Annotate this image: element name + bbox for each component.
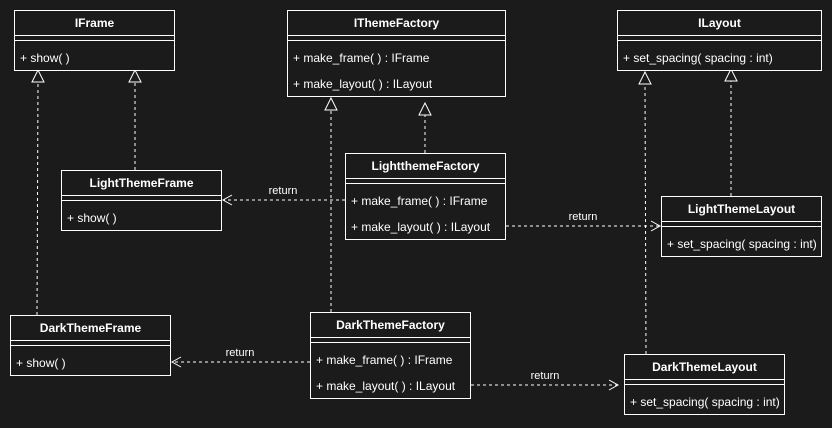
return-label: return <box>225 347 255 359</box>
attribute-compartment <box>11 341 170 346</box>
return-label: return <box>268 185 298 197</box>
method-compartment: + make_frame( ) : IFrame + make_layout( … <box>311 343 470 399</box>
dependency-darkthemefactory-darkthemelayout <box>471 379 620 391</box>
method-compartment: + show( ) <box>15 41 174 71</box>
class-name: DarkThemeFactory <box>311 313 470 338</box>
method-item: + make_layout( ) : ILayout <box>351 220 491 234</box>
realization-darkthemefactory-ithemefactory <box>324 96 338 312</box>
dependency-lightthemefactory-lightthemelayout <box>506 220 662 232</box>
method-item: + make_frame( ) : IFrame <box>316 353 453 367</box>
attribute-compartment <box>288 36 505 41</box>
method-item: + make_frame( ) : IFrame <box>351 194 488 208</box>
class-name: DarkThemeFrame <box>11 316 170 341</box>
attribute-compartment <box>15 36 174 41</box>
class-ilayout[interactable]: ILayout + set_spacing( spacing : int) <box>617 10 822 71</box>
method-compartment: + set_spacing( spacing : int) <box>625 385 784 415</box>
realization-lightthemefactory-ithemefactory <box>418 101 432 153</box>
realization-lightthemelayout-ilayout <box>724 67 738 196</box>
attribute-compartment <box>346 179 505 184</box>
class-darkthemeframe[interactable]: DarkThemeFrame + show( ) <box>10 315 171 376</box>
method-item: + make_frame( ) : IFrame <box>293 51 430 65</box>
class-lightthemefactory[interactable]: LightthemeFactory + make_frame( ) : IFra… <box>345 153 506 240</box>
dependency-darkthemefactory-darkthemeframe <box>170 356 310 368</box>
attribute-compartment <box>62 196 221 201</box>
class-lightthemelayout[interactable]: LightThemeLayout + set_spacing( spacing … <box>661 196 822 257</box>
method-item: + make_layout( ) : ILayout <box>316 379 456 393</box>
method-item: + set_spacing( spacing : int) <box>667 237 817 251</box>
method-compartment: + set_spacing( spacing : int) <box>618 41 821 71</box>
method-compartment: + show( ) <box>62 201 221 231</box>
dependency-lightthemefactory-lightthemeframe <box>221 194 345 206</box>
return-label: return <box>530 370 560 382</box>
method-item: + make_layout( ) : ILayout <box>293 77 433 91</box>
class-name: IFrame <box>15 11 174 36</box>
method-item: + show( ) <box>16 356 66 370</box>
class-name: DarkThemeLayout <box>625 355 784 380</box>
class-name: LightThemeFrame <box>62 171 221 196</box>
method-item: + show( ) <box>67 211 117 225</box>
method-item: + set_spacing( spacing : int) <box>623 51 773 65</box>
attribute-compartment <box>311 338 470 343</box>
method-compartment: + make_frame( ) : IFrame + make_layout( … <box>288 41 505 97</box>
class-lightthemeframe[interactable]: LightThemeFrame + show( ) <box>61 170 222 231</box>
realization-darkthemelayout-ilayout <box>638 70 652 355</box>
method-compartment: + show( ) <box>11 346 170 376</box>
attribute-compartment <box>618 36 821 41</box>
attribute-compartment <box>662 222 821 227</box>
return-label: return <box>568 211 598 223</box>
method-item: + show( ) <box>20 51 70 65</box>
class-darkthemefactory[interactable]: DarkThemeFactory + make_frame( ) : IFram… <box>310 312 471 399</box>
class-name: LightthemeFactory <box>346 154 505 179</box>
realization-darkthemeframe-iframe <box>31 68 45 316</box>
method-compartment: + make_frame( ) : IFrame + make_layout( … <box>346 184 505 240</box>
class-darkthemelayout[interactable]: DarkThemeLayout + set_spacing( spacing :… <box>624 354 785 415</box>
realization-lightthemeframe-iframe <box>128 68 142 170</box>
attribute-compartment <box>625 380 784 385</box>
class-name: IThemeFactory <box>288 11 505 36</box>
class-name: ILayout <box>618 11 821 36</box>
class-iframe[interactable]: IFrame + show( ) <box>14 10 175 71</box>
method-compartment: + set_spacing( spacing : int) <box>662 227 821 257</box>
class-ithemefactory[interactable]: IThemeFactory + make_frame( ) : IFrame +… <box>287 10 506 97</box>
class-name: LightThemeLayout <box>662 197 821 222</box>
method-item: + set_spacing( spacing : int) <box>630 395 780 409</box>
